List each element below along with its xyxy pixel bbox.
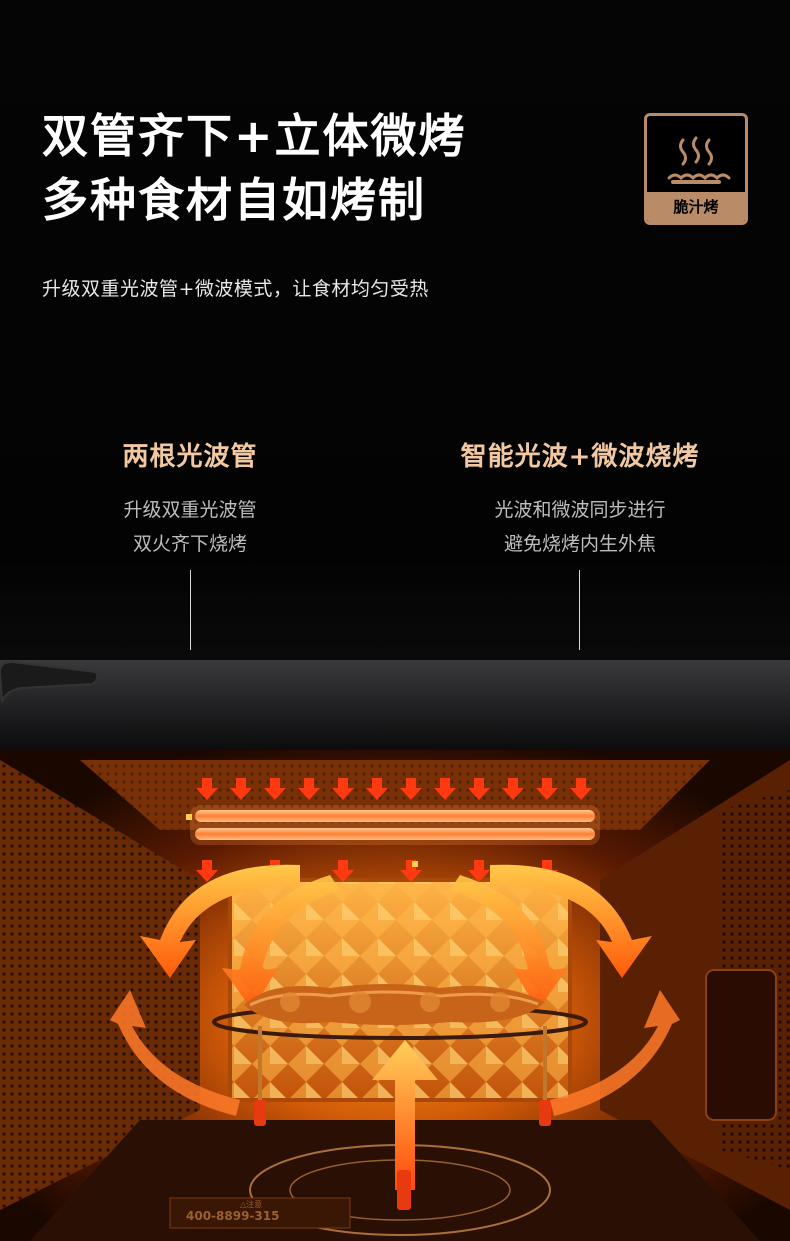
headline-line-2: 多种食材自如烤制	[42, 173, 426, 227]
heat-down-arrows	[196, 778, 592, 882]
feature-line: 光波和微波同步进行	[494, 499, 666, 521]
feature-smart-combo: 智能光波+微波烧烤 光波和微波同步进行 避免烧烤内生外焦	[430, 436, 730, 561]
feature-title: 智能光波+微波烧烤	[460, 442, 700, 472]
headline-line-1: 双管齐下+立体微烤	[42, 109, 467, 163]
oven-hotline-text: 400-8899-315	[186, 1209, 279, 1223]
feature-dual-tubes: 两根光波管 升级双重光波管 双火齐下烧烤	[40, 436, 340, 561]
feature-title: 两根光波管	[122, 442, 258, 472]
mode-badge-label: 脆汁烤	[647, 192, 745, 222]
feature-line: 双火齐下烧烤	[132, 533, 247, 555]
subtitle: 升级双重光波管+微波模式，让食材均匀受热	[42, 278, 429, 300]
steam-heat-icon	[667, 136, 731, 184]
callout-marker-wave	[412, 861, 418, 867]
headline: 双管齐下+立体微烤 多种食材自如烤制	[42, 104, 467, 232]
feature-line: 升级双重光波管	[123, 499, 257, 521]
food-skewer	[244, 984, 545, 1025]
oven-interior-illustration: 400-8899-315 △注意	[0, 650, 790, 1241]
oven-warning-text: △注意	[240, 1199, 262, 1209]
feature-line: 避免烧烤内生外焦	[503, 533, 656, 555]
heating-tubes	[190, 805, 600, 845]
convection-arrows	[110, 864, 680, 1190]
feature-description: 光波和微波同步进行 避免烧烤内生外焦	[430, 493, 730, 561]
feature-description: 升级双重光波管 双火齐下烧烤	[40, 493, 340, 561]
mode-badge: 脆汁烤	[644, 113, 748, 225]
callout-marker-tube	[186, 814, 192, 820]
